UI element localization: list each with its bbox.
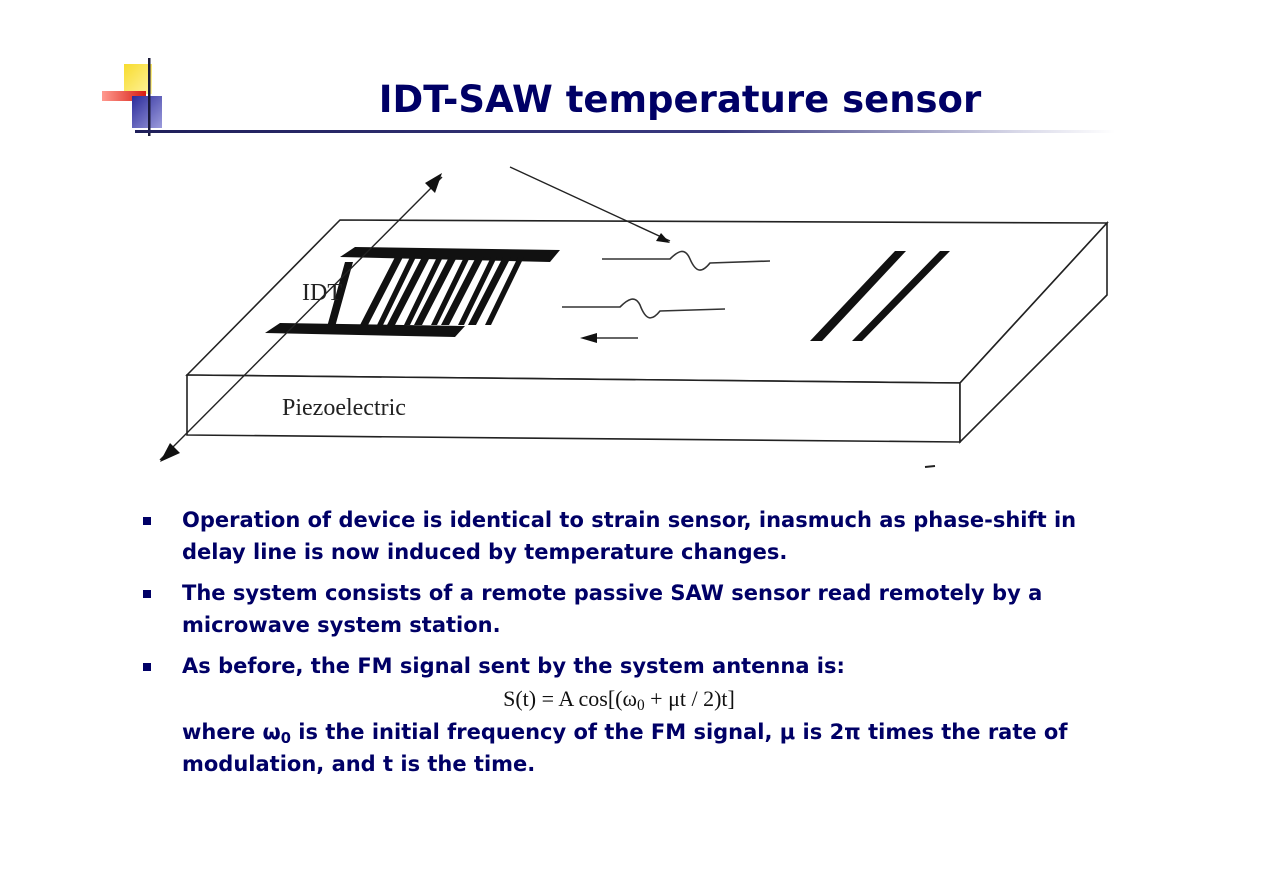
title-underline	[135, 130, 1115, 133]
bullet-item: The system consists of a remote passive …	[140, 577, 1140, 641]
reflector-bar-2	[852, 251, 950, 341]
outgoing-wave	[602, 250, 771, 271]
idt-label: IDT	[302, 280, 342, 306]
saw-device-diagram: IDT Piezoelectric	[159, 166, 1109, 468]
bullet-text: Operation of device is identical to stra…	[182, 508, 1077, 564]
substrate-side-face	[959, 220, 1108, 444]
slide-logo	[102, 58, 162, 136]
idt-electrodes	[265, 247, 560, 337]
slide-title: IDT-SAW temperature sensor	[378, 78, 982, 121]
bullet-marker	[143, 590, 151, 598]
bullet-text: As before, the FM signal sent by the sys…	[182, 654, 845, 678]
formula-explanation: where ω0 is the initial frequency of the…	[182, 716, 1140, 780]
returning-wave	[562, 298, 726, 319]
antenna-line	[159, 176, 443, 461]
bullet-item: Operation of device is identical to stra…	[140, 504, 1140, 568]
formula-rhs: + μt / 2)t]	[644, 686, 735, 711]
fm-signal-formula: S(t) = A cos[(ω0 + μt / 2)t]	[140, 684, 1098, 714]
bullet-text: The system consists of a remote passive …	[182, 581, 1043, 637]
bullet-list: Operation of device is identical to stra…	[140, 504, 1140, 780]
reflector-bar-1	[810, 251, 906, 341]
bullet-item: As before, the FM signal sent by the sys…	[140, 650, 1140, 780]
explanation-part2: is the initial frequency of the FM signa…	[182, 720, 1068, 776]
formula-lhs: S(t) = A cos[(ω	[503, 686, 637, 711]
explanation-subscript: 0	[280, 730, 291, 747]
piezoelectric-label: Piezoelectric	[282, 395, 406, 421]
pointer-line	[509, 166, 671, 242]
formula-subscript: 0	[636, 697, 645, 714]
bullet-marker	[143, 517, 151, 525]
explanation-part1: where ω	[182, 720, 281, 744]
bullet-marker	[143, 663, 151, 671]
